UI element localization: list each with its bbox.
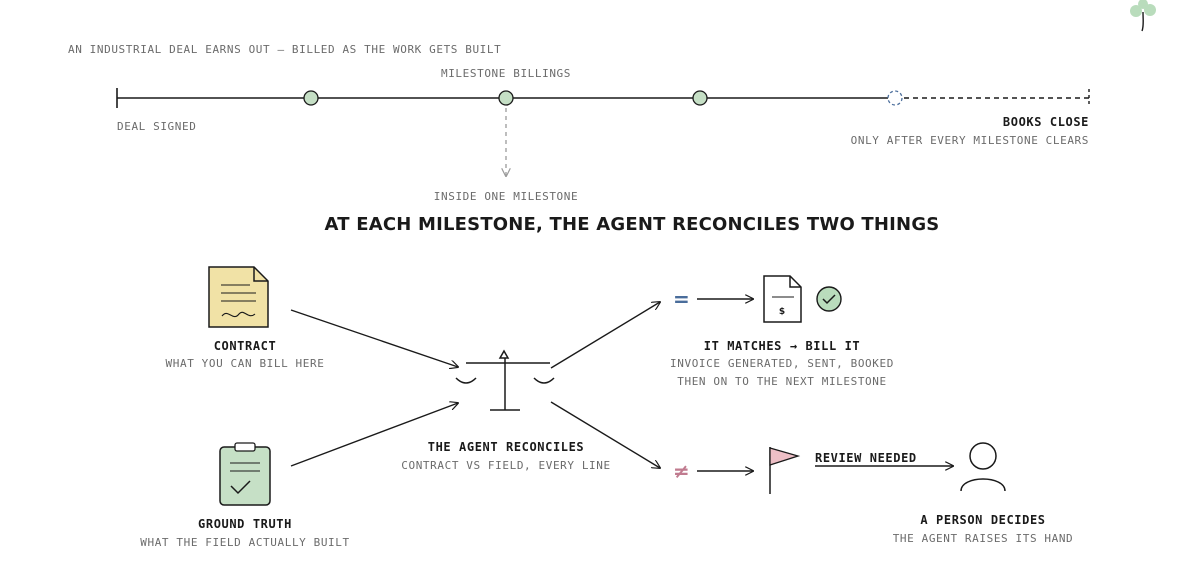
brand-logo-icon xyxy=(1130,0,1156,32)
ground-truth-arrow xyxy=(290,403,458,467)
not-equal-symbol: ≠ xyxy=(673,459,691,483)
match-arrow xyxy=(550,302,660,369)
match-caption-line2: THEN ON TO THE NEXT MILESTONE xyxy=(677,375,887,388)
clipboard-icon xyxy=(219,442,271,506)
milestone-dot xyxy=(498,90,514,106)
books-close-caption: ONLY AFTER EVERY MILESTONE CLEARS xyxy=(850,134,1089,147)
milestone-dot xyxy=(303,90,319,106)
flag-icon xyxy=(769,447,801,494)
person-icon xyxy=(960,442,1006,492)
books-close-label: BOOKS CLOSE xyxy=(1002,115,1089,129)
section-headline: AT EACH MILESTONE, THE AGENT RECONCILES … xyxy=(324,214,940,235)
ground-truth-label: GROUND TRUTH xyxy=(198,517,292,531)
contract-label: CONTRACT xyxy=(213,339,277,353)
equals-symbol: = xyxy=(673,287,691,311)
agent-caption: CONTRACT vs FIELD, EVERY LINE xyxy=(401,459,611,472)
invoice-icon: $ xyxy=(763,275,802,323)
pending-milestone-dot xyxy=(887,90,903,106)
inside-milestone-label: INSIDE ONE MILESTONE xyxy=(433,190,579,203)
person-decides-label: A PERSON DECIDES xyxy=(920,513,1046,527)
person-decides-caption: THE AGENT RAISES ITS HAND xyxy=(892,532,1074,545)
deal-signed-label: DEAL SIGNED xyxy=(117,120,197,133)
ground-truth-caption: WHAT THE FIELD ACTUALLY BUILT xyxy=(140,536,350,549)
match-caption-line1: INVOICE GENERATED, SENT, BOOKED xyxy=(670,357,894,370)
diagram-title: AN INDUSTRIAL DEAL EARNS OUT — BILLED AS… xyxy=(68,43,502,56)
contract-document-icon xyxy=(208,266,269,328)
review-needed-label: REVIEW NEEDED xyxy=(815,451,917,465)
milestone-dot xyxy=(692,90,708,106)
check-circle-icon xyxy=(816,286,842,312)
milestone-billings-label: MILESTONE BILLINGS xyxy=(440,67,572,80)
match-label: IT MATCHES → BILL IT xyxy=(703,339,861,353)
agent-label: THE AGENT RECONCILES xyxy=(427,440,585,454)
contract-caption: WHAT YOU CAN BILL HERE xyxy=(165,357,325,370)
invoice-dollar-mark: $ xyxy=(779,307,785,317)
mismatch-arrow xyxy=(550,401,660,468)
contract-arrow xyxy=(290,309,458,367)
timeline xyxy=(116,88,1090,176)
scale-icon xyxy=(455,349,555,411)
